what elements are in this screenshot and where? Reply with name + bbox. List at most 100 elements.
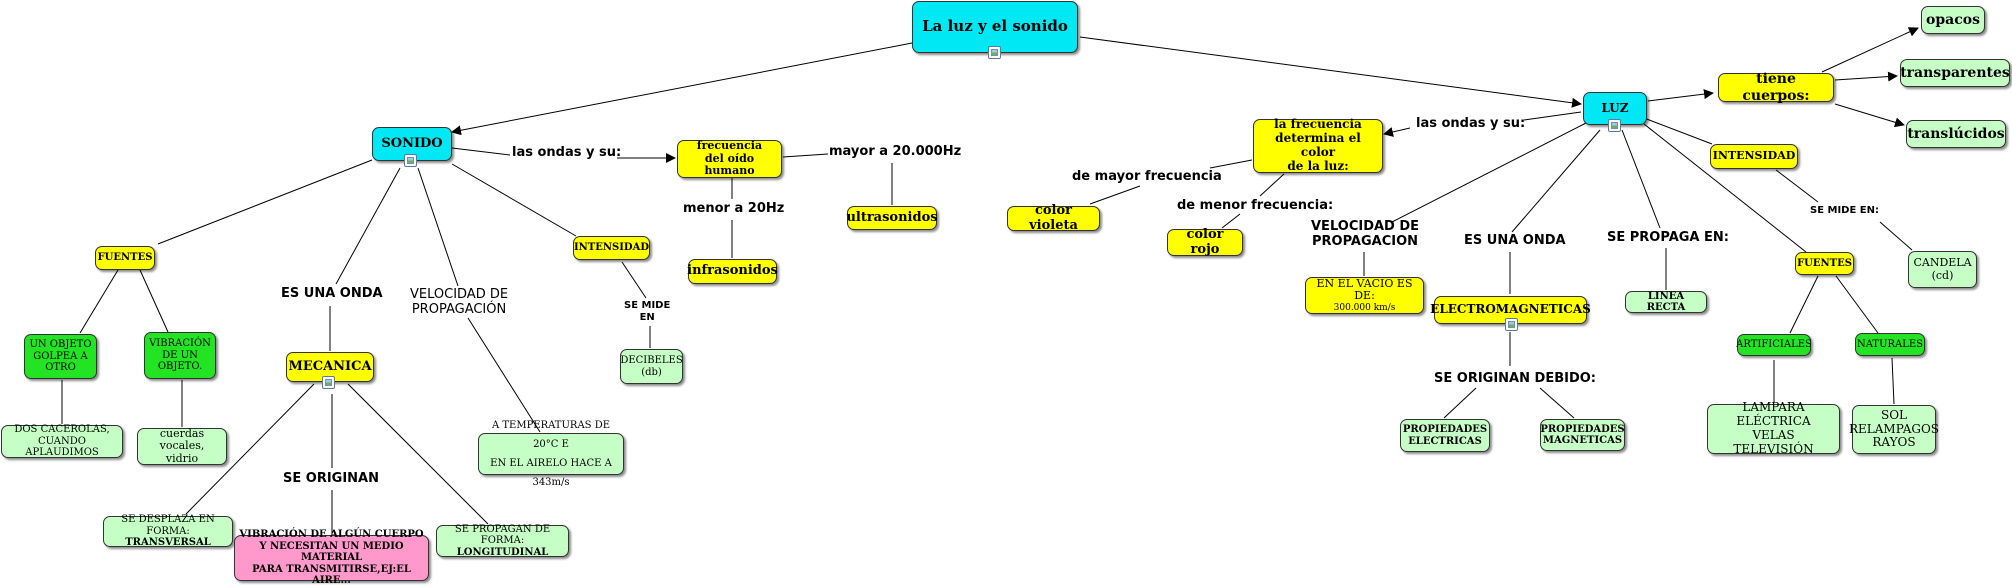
lampara-node[interactable]: LAMPARA ELÉCTRICA VELAS TELEVISIÓN <box>1707 400 1840 456</box>
se-originan-sonido-label: SE ORIGINAN <box>283 471 379 486</box>
cuerdas-label: cuerdas vocales, vidrio <box>159 426 205 465</box>
velocidad-sonido-label: VELOCIDAD DE PROPAGACIÓN <box>410 287 509 317</box>
translucidos-label: translúcidos <box>1907 125 2005 142</box>
link-naturales-sol <box>1891 357 1895 405</box>
link-mecanica-transversal <box>185 383 315 515</box>
link-luz-ondas <box>1523 111 1582 121</box>
image-resource-icon[interactable] <box>988 46 1001 59</box>
transversal-prefix: SE DESPLAZA EN FORMA: <box>121 514 215 537</box>
intensidad-sonido-label: INTENSIDAD <box>573 242 650 254</box>
color-rojo-node[interactable]: color rojo <box>1167 226 1243 257</box>
cacerolas-node[interactable]: DOS CACEROLAS, CUANDO APLAUDIMOS <box>1 424 123 458</box>
image-resource-icon[interactable] <box>1608 119 1621 132</box>
se-mide-en-sonido-label: SE MIDE EN <box>624 300 671 323</box>
link-sonido-onda <box>335 167 401 285</box>
link-luz-velocidad <box>1391 121 1589 223</box>
longitudinal-prefix: SE PROPAGAN DE FORMA: <box>454 523 551 547</box>
link-sonido-intensidad <box>451 163 577 237</box>
fuentes-sonido-node[interactable]: FUENTES <box>95 246 155 270</box>
link-mide-candela <box>1879 221 1913 251</box>
es-una-onda-luz-label: ES UNA ONDA <box>1464 233 1566 248</box>
link-luz-onda <box>1511 129 1601 233</box>
ondas-sonido-label: las ondas y su: <box>512 145 622 160</box>
root-node[interactable]: La luz y el sonido <box>912 1 1078 53</box>
color-rojo-label: color rojo <box>1186 226 1224 257</box>
decibeles-node[interactable]: DECIBELES (db) <box>620 349 683 384</box>
menor-20-label: menor a 20Hz <box>683 201 785 216</box>
link-mayor-violeta <box>1089 185 1141 205</box>
intensidad-sonido-node[interactable]: INTENSIDAD <box>573 236 650 260</box>
image-resource-icon[interactable] <box>322 376 335 389</box>
vibracion-objeto-node[interactable]: VIBRACIÓN DE UN OBJETO. <box>144 332 216 379</box>
vibracion-cuerpo-node[interactable]: VIBRACIÓN DE ALGÚN CUERPO Y NECESITAN UN… <box>234 529 429 586</box>
link-frecuencia-menor-luz <box>1259 173 1285 197</box>
luz-node[interactable]: LUZ <box>1583 92 1647 125</box>
translucidos-node[interactable]: translúcidos <box>1906 120 2006 148</box>
link-luz-intensidad <box>1643 117 1713 145</box>
link-velocidad-temperaturas <box>467 317 541 433</box>
temperaturas-label: A TEMPERATURAS DE 20°C E EN EL AIRELO HA… <box>490 420 612 488</box>
sol-node[interactable]: SOL RELAMPAGOS RAYOS <box>1849 405 1939 454</box>
color-violeta-label: color violeta <box>1029 202 1078 233</box>
transparentes-node[interactable]: transparentes <box>1900 59 2010 87</box>
sol-label: SOL RELAMPAGOS RAYOS <box>1849 407 1939 450</box>
se-mide-en-luz-label: SE MIDE EN: <box>1810 205 1879 216</box>
linea-recta-label: LINEA RECTA <box>1646 290 1686 314</box>
ultrasonidos-label: ultrasonidos <box>846 209 938 225</box>
vacio-node[interactable]: EN EL VACIO ES DE: 300.000 km/s <box>1305 277 1424 314</box>
opacos-node[interactable]: opacos <box>1921 6 1985 34</box>
link-luz-tiene <box>1647 89 1714 102</box>
opacos-label: opacos <box>1926 11 1980 28</box>
link-frecuencia-mayor-luz <box>1209 159 1253 169</box>
frecuencia-luz-node[interactable]: la frecuencia determina el color de la l… <box>1253 117 1383 173</box>
artificiales-node[interactable]: ARTIFICIALES <box>1736 334 1812 356</box>
tiene-cuerpos-node[interactable]: tiene cuerpos: <box>1718 71 1834 104</box>
link-frecuencia-mayor <box>782 153 829 158</box>
infrasonidos-node[interactable]: infrasonidos <box>687 259 778 284</box>
intensidad-luz-node[interactable]: INTENSIDAD <box>1710 144 1798 169</box>
ondas-luz-label: las ondas y su: <box>1416 116 1526 131</box>
velocidad-luz-label: VELOCIDAD DE PROPAGACION <box>1311 219 1420 249</box>
mayor-20000-label: mayor a 20.000Hz <box>829 144 962 159</box>
frecuencia-oido-node[interactable]: frecuencia del oído humano <box>677 139 782 178</box>
link-intensidad-mide-luz <box>1775 169 1819 203</box>
longitudinal-node[interactable]: SE PROPAGAN DE FORMA: LONGITUDINAL <box>436 523 569 558</box>
ultrasonidos-node[interactable]: ultrasonidos <box>846 206 938 230</box>
link-luz-propaga <box>1621 129 1661 229</box>
vibracion-cuerpo-label: VIBRACIÓN DE ALGÚN CUERPO Y NECESITAN UN… <box>239 529 424 587</box>
lampara-label: LAMPARA ELÉCTRICA VELAS TELEVISIÓN <box>1733 400 1814 456</box>
temperaturas-node[interactable]: A TEMPERATURAS DE 20°C E EN EL AIRELO HA… <box>478 420 624 488</box>
tiene-cuerpos-label: tiene cuerpos: <box>1742 71 1810 104</box>
candela-node[interactable]: CANDELA (cd) <box>1908 251 1977 288</box>
luz-label: LUZ <box>1601 100 1629 115</box>
prop-electricas-label: PROPIEDADES ELECTRICAS <box>1402 424 1488 447</box>
mayor-frecuencia-label: de mayor frecuencia <box>1072 169 1222 184</box>
prop-magneticas-node[interactable]: PROPIEDADES MAGNETICAS <box>1540 419 1625 451</box>
naturales-node[interactable]: NATURALES <box>1855 333 1925 356</box>
link-mecanica-longitudinal <box>347 383 489 525</box>
fuentes-luz-node[interactable]: FUENTES <box>1795 252 1854 275</box>
link-root-sonido <box>451 42 913 136</box>
es-una-onda-sonido-label: ES UNA ONDA <box>281 286 383 301</box>
prop-electricas-node[interactable]: PROPIEDADES ELECTRICAS <box>1400 419 1490 452</box>
candela-label: CANDELA (cd) <box>1913 255 1972 282</box>
vibracion-objeto-label: VIBRACIÓN DE UN OBJETO. <box>149 338 211 373</box>
transversal-label: TRANSVERSAL <box>125 537 211 549</box>
link-menor-rojo <box>1221 213 1241 229</box>
link-sonido-velocidad <box>417 167 459 287</box>
se-originan-luz-label: SE ORIGINAN DEBIDO: <box>1434 371 1596 386</box>
artificiales-label: ARTIFICIALES <box>1736 339 1812 351</box>
color-violeta-node[interactable]: color violeta <box>1007 202 1100 233</box>
frecuencia-luz-label: la frecuencia determina el color de la l… <box>1274 117 1362 173</box>
linea-recta-node[interactable]: LINEA RECTA <box>1625 291 1707 313</box>
objeto-golpea-node[interactable]: UN OBJETO GOLPEA A OTRO <box>24 334 97 379</box>
objeto-golpea-label: UN OBJETO GOLPEA A OTRO <box>29 339 92 374</box>
image-resource-icon[interactable] <box>404 154 417 167</box>
link-fuentes-naturales <box>1835 275 1879 334</box>
transversal-node[interactable]: SE DESPLAZA EN FORMA: TRANSVERSAL <box>103 514 233 549</box>
cuerdas-node[interactable]: cuerdas vocales, vidrio <box>137 426 227 465</box>
image-resource-icon[interactable] <box>1505 318 1518 331</box>
frecuencia-oido-label: frecuencia del oído humano <box>696 139 763 178</box>
decibeles-label: DECIBELES (db) <box>620 355 683 378</box>
